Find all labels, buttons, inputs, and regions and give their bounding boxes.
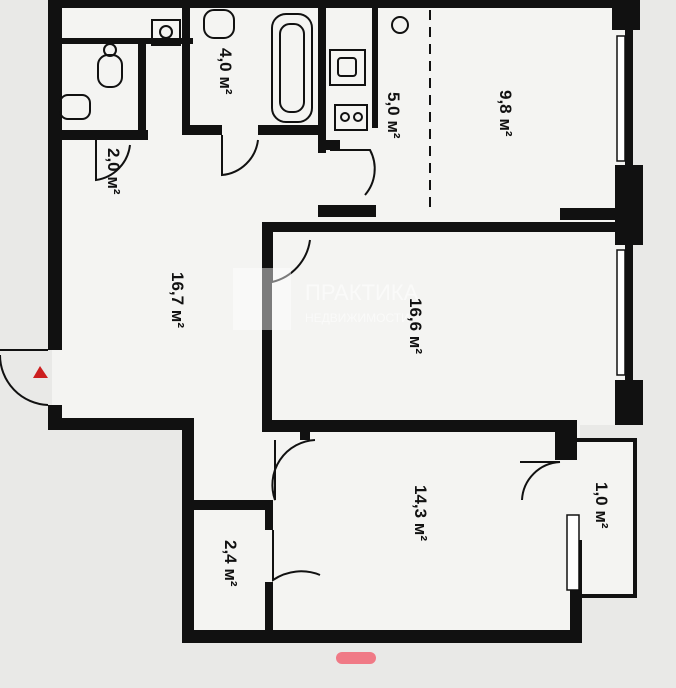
room-middle-door	[271, 232, 311, 284]
fixtures	[59, 9, 409, 131]
sink-icon	[203, 9, 235, 39]
kitchen-door	[330, 149, 376, 196]
watermark-logo-icon	[233, 268, 291, 330]
cooktop-icon	[334, 104, 368, 131]
page-mark	[336, 652, 376, 664]
toilet-door	[95, 140, 131, 182]
balcony-door	[520, 461, 561, 501]
room-label-toilet: 2,0 м²	[104, 148, 123, 195]
entrance-arrow-icon	[33, 366, 48, 378]
room-label-kitchen: 5,0 м²	[384, 92, 403, 139]
room-label-bathroom: 4,0 м²	[216, 48, 235, 95]
kitchen-sink-icon	[329, 49, 366, 86]
room-label-room-top: 9,8 м²	[496, 90, 515, 137]
room-labels: 2,0 м² 4,0 м² 5,0 м² 9,8 м² 16,7 м² 16,6…	[104, 48, 611, 587]
washing-machine-icon	[151, 19, 181, 46]
room-label-storage: 2,4 м²	[221, 540, 240, 587]
room-label-room-bottom: 14,3 м²	[411, 485, 430, 541]
entrance-door	[0, 349, 49, 406]
room-label-room-middle: 16,6 м²	[406, 298, 425, 354]
bathtub-icon	[271, 13, 313, 123]
room-bottom-door	[271, 439, 316, 501]
watermark-line1: ПРАКТИКА	[305, 280, 419, 305]
storage-door	[272, 530, 321, 582]
walls	[48, 0, 643, 643]
washbasin-icon	[59, 94, 91, 120]
bathroom-door	[221, 135, 259, 177]
toilet-icon	[97, 54, 123, 88]
watermark: ПРАКТИКА НЕДВИЖИМОСТИ	[233, 268, 419, 330]
room-label-hall: 16,7 м²	[168, 272, 187, 328]
windows	[566, 35, 626, 591]
watermark-line2: НЕДВИЖИМОСТИ	[305, 311, 410, 325]
doors	[0, 135, 561, 582]
room-label-balcony: 1,0 м²	[592, 482, 611, 529]
stove-icon	[391, 16, 409, 34]
